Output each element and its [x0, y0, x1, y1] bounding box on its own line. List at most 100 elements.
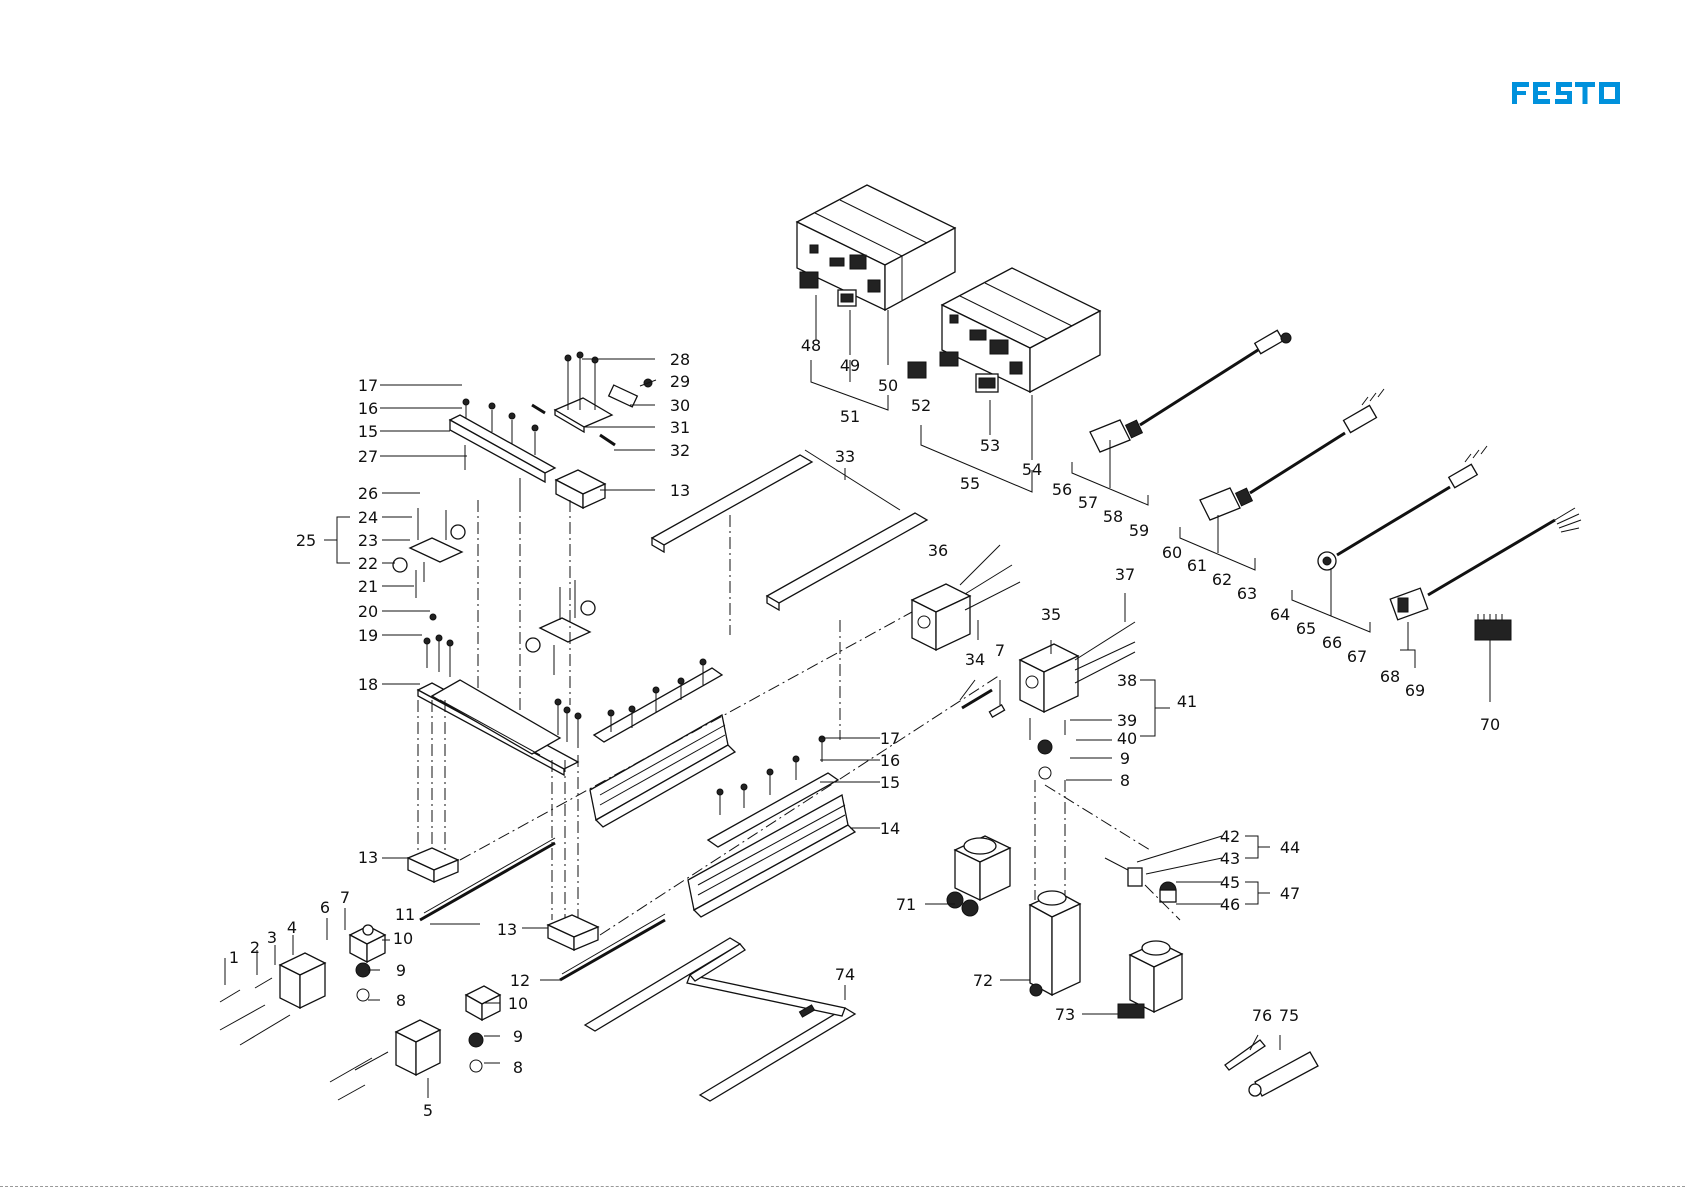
label-71: 71 — [896, 895, 916, 914]
label-69: 69 — [1405, 681, 1425, 700]
coupling-44 — [1105, 858, 1142, 886]
label-49: 49 — [840, 356, 860, 375]
label-30: 30 — [670, 396, 690, 415]
label-47: 47 — [1280, 884, 1300, 903]
label-62: 62 — [1212, 570, 1232, 589]
label-68: 68 — [1380, 667, 1400, 686]
cable-60-63 — [1200, 389, 1384, 520]
label-29: 29 — [670, 372, 690, 391]
label-10: 10 — [393, 929, 413, 948]
bracket-right-pair — [526, 580, 595, 675]
label-53: 53 — [980, 436, 1000, 455]
label-27: 27 — [358, 447, 378, 466]
label-40: 40 — [1117, 729, 1137, 748]
label-60: 60 — [1162, 543, 1182, 562]
slide-block-13-left — [408, 848, 458, 882]
label-21: 21 — [358, 577, 378, 596]
label-61: 61 — [1187, 556, 1207, 575]
label-39: 39 — [1117, 711, 1137, 730]
label-7-right: 7 — [995, 641, 1005, 660]
controller-box-54 — [942, 268, 1100, 392]
label-36: 36 — [928, 541, 948, 560]
label-64: 64 — [1270, 605, 1290, 624]
label-8: 8 — [396, 991, 406, 1010]
motor-71 — [947, 836, 1010, 916]
label-16-right: 16 — [880, 751, 900, 770]
linear-axis-14-lower — [688, 773, 855, 917]
label-32: 32 — [670, 441, 690, 460]
shaft-34 — [962, 690, 992, 708]
motor-72 — [1030, 891, 1080, 996]
bracket-23 — [393, 508, 465, 598]
label-51: 51 — [840, 407, 860, 426]
drive-head-4 — [280, 953, 325, 1008]
label-23: 23 — [358, 531, 378, 550]
label-59: 59 — [1129, 521, 1149, 540]
label-4: 4 — [287, 918, 297, 937]
label-1: 1 — [229, 948, 239, 967]
label-28: 28 — [670, 350, 690, 369]
label-13-bottom: 13 — [497, 920, 517, 939]
label-70: 70 — [1480, 715, 1500, 734]
cover-profile-33-a — [652, 455, 812, 552]
label-16: 16 — [358, 399, 378, 418]
label-11: 11 — [395, 905, 415, 924]
label-38: 38 — [1117, 671, 1137, 690]
label-65: 65 — [1296, 619, 1316, 638]
label-58: 58 — [1103, 507, 1123, 526]
label-15: 15 — [358, 422, 378, 441]
screw-29 — [640, 379, 656, 387]
label-48: 48 — [801, 336, 821, 355]
label-20: 20 — [358, 602, 378, 621]
label-42: 42 — [1220, 827, 1240, 846]
motor-73 — [1118, 941, 1182, 1018]
cable-56-59 — [1090, 330, 1291, 452]
label-75: 75 — [1279, 1006, 1299, 1025]
label-37: 37 — [1115, 565, 1135, 584]
page-bottom-rule — [0, 1186, 1685, 1187]
label-8-b: 8 — [513, 1058, 523, 1077]
coupling-9-8-right — [1030, 718, 1065, 779]
label-24: 24 — [358, 508, 378, 527]
bearing-block-10 — [350, 925, 385, 962]
label-6: 6 — [320, 898, 330, 917]
label-50: 50 — [878, 376, 898, 395]
cable-64-67 — [1318, 446, 1487, 570]
label-44: 44 — [1280, 838, 1300, 857]
label-55: 55 — [960, 474, 980, 493]
label-15-right: 15 — [880, 773, 900, 792]
label-13-left: 13 — [358, 848, 378, 867]
label-9-b: 9 — [513, 1027, 523, 1046]
label-66: 66 — [1322, 633, 1342, 652]
connector-52 — [908, 362, 926, 378]
label-54: 54 — [1022, 460, 1042, 479]
nozzle-76 — [1225, 1040, 1265, 1070]
part-labels: 1 2 3 4 5 6 7 7 8 8 8 9 9 9 10 10 11 12 … — [229, 336, 1500, 1120]
cover-profile-33-b — [767, 513, 927, 610]
label-5: 5 — [423, 1101, 433, 1120]
connector-49 — [838, 290, 856, 306]
label-25: 25 — [296, 531, 316, 550]
slide-block-13-bottom — [548, 915, 598, 950]
label-2: 2 — [250, 938, 260, 957]
label-26: 26 — [358, 484, 378, 503]
label-41: 41 — [1177, 692, 1197, 711]
label-73: 73 — [1055, 1005, 1075, 1024]
label-13-top: 13 — [670, 481, 690, 500]
label-56: 56 — [1052, 480, 1072, 499]
label-67: 67 — [1347, 647, 1367, 666]
coupling-47 — [1160, 882, 1176, 902]
cable-68-69 — [1390, 508, 1581, 620]
label-17: 17 — [358, 376, 378, 395]
label-22: 22 — [358, 554, 378, 573]
connector-53-a — [940, 352, 958, 366]
label-19: 19 — [358, 626, 378, 645]
drive-head-5 — [396, 1020, 440, 1075]
label-33: 33 — [835, 447, 855, 466]
mounting-profile-15-top — [450, 415, 555, 500]
label-12: 12 — [510, 971, 530, 990]
label-3: 3 — [267, 928, 277, 947]
label-57: 57 — [1078, 493, 1098, 512]
